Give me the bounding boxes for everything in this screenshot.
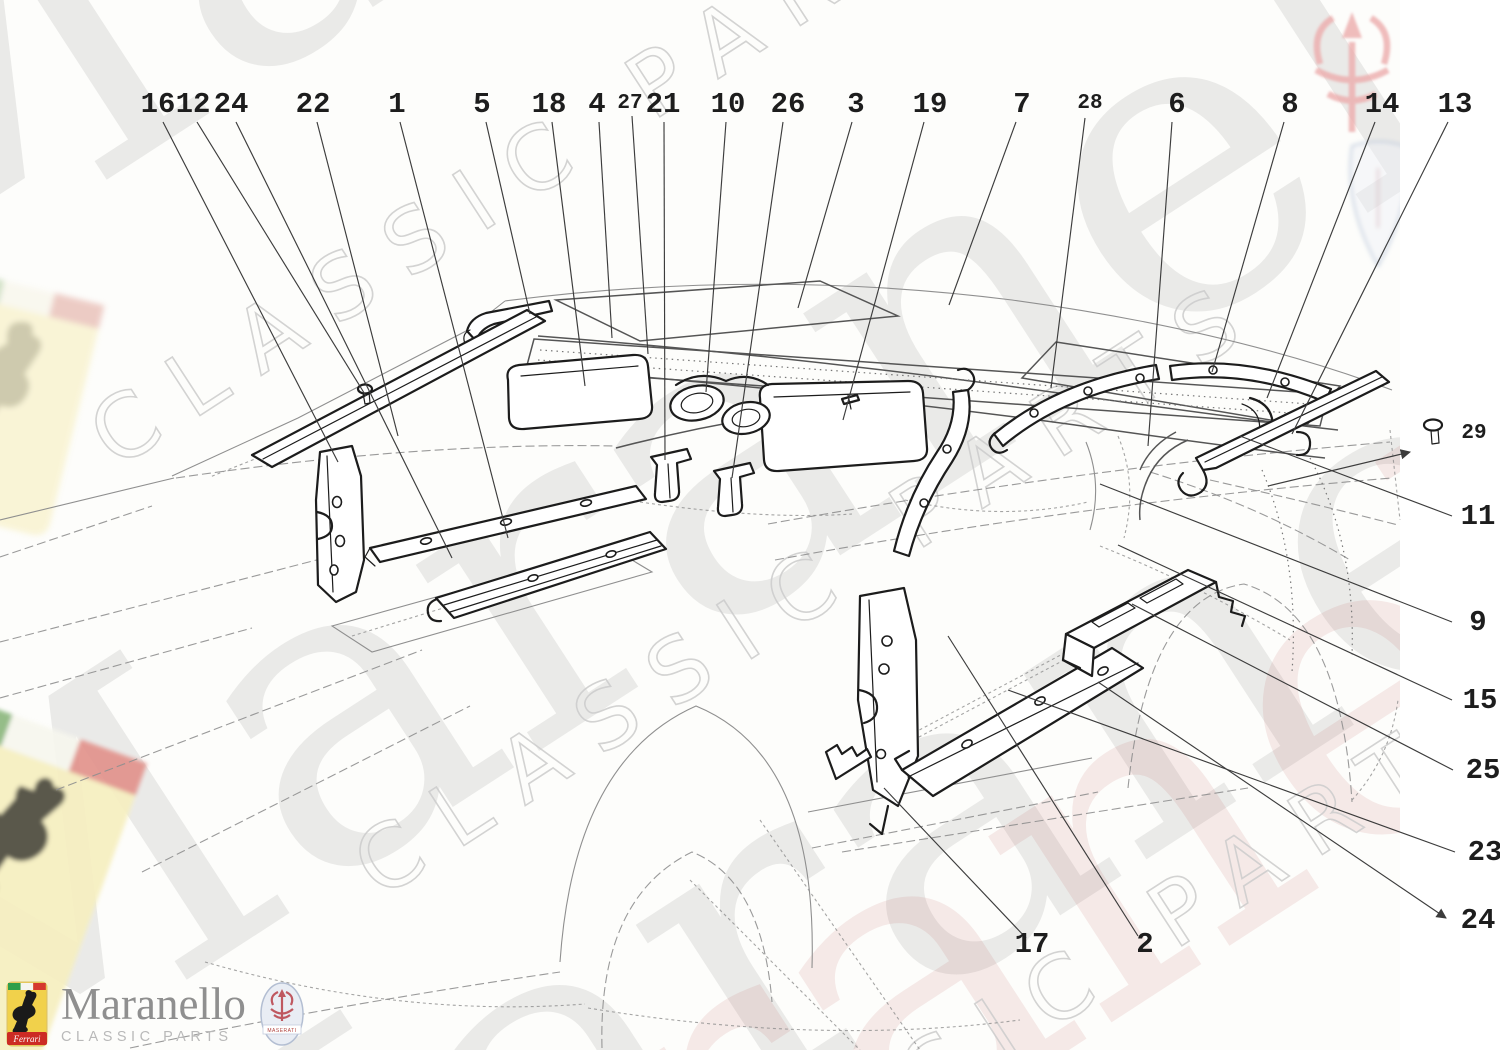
callout-18: 18 xyxy=(532,88,567,121)
leader-19 xyxy=(842,121,925,421)
leader-25 xyxy=(1131,603,1454,771)
leader-7 xyxy=(948,121,1017,306)
leader-12 xyxy=(196,121,367,397)
callout-7: 7 xyxy=(1013,88,1030,121)
leader-2 xyxy=(947,635,1139,937)
maserati-badge-label: MASERATI xyxy=(267,1028,296,1034)
leader-8 xyxy=(1211,121,1285,373)
leader-13 xyxy=(1291,121,1449,435)
maserati-trident-watermark xyxy=(1313,12,1391,132)
leader-3 xyxy=(797,121,853,309)
b-pillar-trim-left xyxy=(314,444,366,604)
callout-3: 3 xyxy=(847,88,864,121)
leader-4 xyxy=(598,121,613,339)
leader-9 xyxy=(1099,483,1453,623)
callout-24-right: 24 xyxy=(1461,904,1496,937)
leader-15 xyxy=(1117,544,1453,701)
callout-8: 8 xyxy=(1281,88,1298,121)
ferrari-shield-watermark-bottom xyxy=(0,690,148,1050)
ferrari-badge: Ferrari xyxy=(6,981,48,1047)
leader-5 xyxy=(485,121,531,315)
callout-29: 29 xyxy=(1461,422,1486,445)
callout-28: 28 xyxy=(1077,92,1102,115)
fastener-visor-right xyxy=(840,393,861,410)
leader-24-top xyxy=(235,121,453,559)
pin-fastener-29 xyxy=(1422,418,1444,445)
callout-15: 15 xyxy=(1463,684,1498,717)
a-pillar-trim xyxy=(250,308,547,469)
callout-24-top: 24 xyxy=(214,88,249,121)
callout-19: 19 xyxy=(913,88,948,121)
callout-11: 11 xyxy=(1461,500,1496,533)
sill-channel-front xyxy=(426,530,668,623)
shield-watermark xyxy=(1349,140,1400,269)
leader-6 xyxy=(1147,121,1173,447)
sun-visor-left xyxy=(506,353,654,431)
leader-24-right xyxy=(1097,681,1447,919)
leader-16 xyxy=(162,121,339,463)
maserati-badge: MASERATI xyxy=(260,982,304,1046)
callout-26: 26 xyxy=(771,88,806,121)
callout-14: 14 xyxy=(1365,88,1400,121)
callout-5: 5 xyxy=(473,88,490,121)
leader-27 xyxy=(631,115,649,355)
leader-23 xyxy=(1007,689,1456,853)
watermark-layer: Maranello Maranello Maranello Maranello … xyxy=(0,0,1400,1050)
car-body-sketch xyxy=(0,280,1401,1050)
callout-27: 27 xyxy=(617,92,642,115)
gutter-curl-b xyxy=(1295,430,1312,457)
callout-17: 17 xyxy=(1015,928,1050,961)
sill-strip-front xyxy=(364,484,648,567)
callout-21: 21 xyxy=(646,88,681,121)
leader-26 xyxy=(731,121,784,479)
leader-18 xyxy=(551,121,586,387)
callout-2: 2 xyxy=(1136,928,1153,961)
clip-corrugated xyxy=(824,743,873,781)
leader-11 xyxy=(1239,435,1453,517)
sun-visor-right xyxy=(758,379,929,473)
callout-9: 9 xyxy=(1469,606,1486,639)
ferrari-shield-watermark-mid: rrari xyxy=(0,268,105,536)
b-pillar-trim-center-lower xyxy=(856,586,920,836)
site-logo[interactable]: Ferrari Maranello CLASSIC PARTS MASERATI xyxy=(6,981,305,1047)
callout-1: 1 xyxy=(388,88,405,121)
bracket-slotted xyxy=(1061,568,1247,678)
callout-25: 25 xyxy=(1466,754,1500,787)
callout-6: 6 xyxy=(1168,88,1185,121)
leader-29 xyxy=(1267,449,1412,487)
leader-10 xyxy=(705,121,727,393)
mirror-mount-rings xyxy=(669,374,771,436)
headliner-clip-a xyxy=(649,447,693,504)
roof-rail-arc-left xyxy=(988,363,1161,454)
callout-4: 4 xyxy=(588,88,605,121)
scan-area: Maranello Maranello Maranello Maranello … xyxy=(0,0,1400,1050)
logo-text: Maranello xyxy=(61,979,246,1030)
logo-subtext: CLASSIC PARTS xyxy=(61,1028,233,1045)
logo-wordmark: Maranello CLASSIC PARTS xyxy=(61,979,246,1045)
callout-10: 10 xyxy=(711,88,746,121)
callout-23: 23 xyxy=(1468,836,1500,869)
headliner-clip-b xyxy=(712,461,756,518)
callout-13: 13 xyxy=(1438,88,1473,121)
leader-1 xyxy=(399,121,509,539)
fastener-small-left xyxy=(356,383,374,405)
cant-rail-long xyxy=(1177,369,1391,497)
leader-21 xyxy=(663,121,666,461)
leader-14 xyxy=(1266,121,1376,399)
b-pillar-trim-center-upper xyxy=(892,367,976,558)
door-sill-plate-right xyxy=(893,646,1145,798)
ferrari-badge-label: Ferrari xyxy=(13,1034,41,1044)
callout-22: 22 xyxy=(296,88,331,121)
callout-16: 16 xyxy=(141,88,176,121)
leader-22 xyxy=(316,121,399,437)
trim-parts xyxy=(250,299,1444,836)
callout-12: 12 xyxy=(176,88,211,121)
leader-17 xyxy=(883,787,1027,939)
leader-28 xyxy=(1050,117,1086,389)
